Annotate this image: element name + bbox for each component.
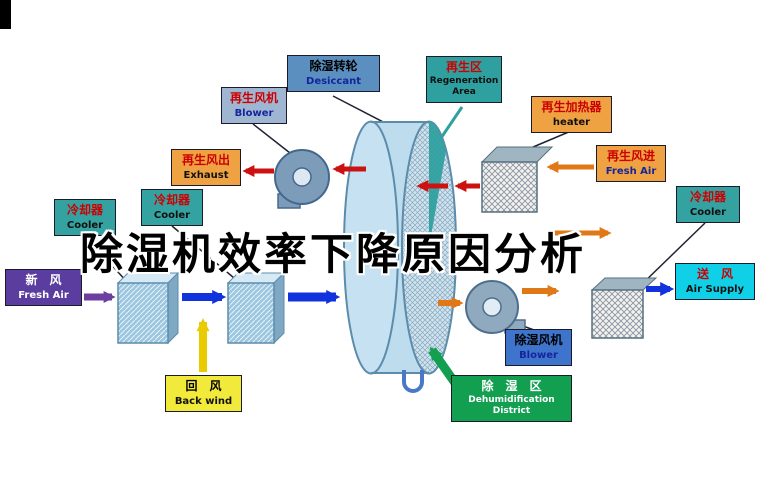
process-blower-hub — [482, 297, 502, 317]
label-desiccant-zh: 除湿转轮 — [309, 59, 358, 73]
label-cooler-far-left-en: Cooler — [66, 219, 104, 231]
left-cooler-1-front — [117, 282, 169, 344]
regen-blower-hub — [292, 167, 312, 187]
label-regen-fresh-air-zh: 再生风进 — [606, 149, 655, 163]
label-dehumid-blower-zh: 除湿风机 — [514, 333, 563, 347]
label-cooler-right: 冷却器 Cooler — [676, 186, 740, 223]
label-fresh-air-en: Fresh Air — [18, 289, 69, 301]
left-cooler-2-side — [273, 271, 285, 345]
label-air-supply-zh: 送 风 — [696, 267, 733, 281]
label-exhaust: 再生风出 Exhaust — [171, 149, 241, 186]
connector-regen-area — [439, 106, 464, 139]
connector-cooler-far-left — [84, 235, 129, 284]
label-air-supply: 送 风 Air Supply — [675, 263, 755, 300]
label-back-wind-zh: 回 风 — [185, 379, 222, 393]
regen-blower-fan — [274, 149, 330, 209]
flow-arrows — [84, 161, 675, 393]
label-regen-blower-zh: 再生风机 — [229, 91, 278, 105]
heater-box-front — [481, 161, 538, 213]
label-fresh-air: 新 风 Fresh Air — [5, 269, 82, 306]
label-regeneration-area-en: Regeneration Area — [429, 75, 499, 98]
label-exhaust-zh: 再生风出 — [181, 153, 230, 167]
label-dehumid-district-en: Dehumidification District — [468, 394, 555, 417]
drain-pipe — [402, 370, 424, 393]
label-dehumid-district-zh: 除 湿 区 — [481, 379, 542, 393]
label-fresh-air-zh: 新 风 — [25, 273, 62, 287]
label-cooler-far-left: 冷却器 Cooler — [54, 199, 116, 236]
label-cooler-right-zh: 冷却器 — [689, 190, 726, 204]
label-cooler-right-en: Cooler — [689, 206, 727, 218]
label-dehumid-district: 除 湿 区 Dehumidification District — [451, 375, 572, 422]
label-cooler-far-left-zh: 冷却器 — [66, 203, 103, 217]
process-blower-fan — [465, 280, 526, 334]
label-regen-fresh-air: 再生风进 Fresh Air — [596, 145, 666, 182]
label-regen-blower-en: Blower — [234, 107, 274, 119]
label-regen-blower: 再生风机 Blower — [221, 87, 287, 124]
connector-cooler-right — [639, 222, 706, 287]
heater-box-top — [480, 146, 554, 163]
right-cooler-box — [590, 277, 658, 339]
right-cooler-front — [591, 289, 644, 339]
left-cooler-box-1 — [116, 271, 180, 345]
label-regen-fresh-air-en: Fresh Air — [605, 165, 657, 177]
label-exhaust-en: Exhaust — [183, 169, 229, 181]
corner-mark — [0, 0, 11, 29]
heater-box — [480, 146, 554, 213]
label-dehumid-blower: 除湿风机 Blower — [505, 329, 572, 366]
left-cooler-1-side — [167, 271, 179, 345]
connector-regen-blower — [252, 123, 291, 154]
label-regen-heater-zh: 再生加热器 — [541, 100, 602, 114]
label-regen-heater: 再生加热器 heater — [531, 96, 612, 133]
label-back-wind: 回 风 Back wind — [165, 375, 242, 412]
left-cooler-box-2 — [226, 271, 286, 345]
label-air-supply-en: Air Supply — [685, 283, 745, 295]
label-cooler-mid-left-zh: 冷却器 — [153, 193, 190, 207]
label-dehumid-blower-en: Blower — [519, 349, 558, 361]
label-regen-heater-en: heater — [552, 116, 591, 128]
label-regeneration-area-zh: 再生区 — [445, 60, 482, 74]
label-regeneration-area: 再生区 Regeneration Area — [426, 56, 502, 103]
label-back-wind-en: Back wind — [174, 395, 233, 407]
watermark-title: 除湿机效率下降原因分析 — [80, 230, 586, 280]
label-cooler-mid-left-en: Cooler — [153, 209, 191, 221]
wheel-outline — [371, 121, 429, 374]
connector-cooler-mid-left — [171, 225, 241, 284]
label-desiccant-en: Desiccant — [306, 75, 361, 87]
label-desiccant: 除湿转轮 Desiccant — [287, 55, 380, 92]
label-cooler-mid-left: 冷却器 Cooler — [141, 189, 203, 226]
left-cooler-2-front — [227, 282, 275, 344]
